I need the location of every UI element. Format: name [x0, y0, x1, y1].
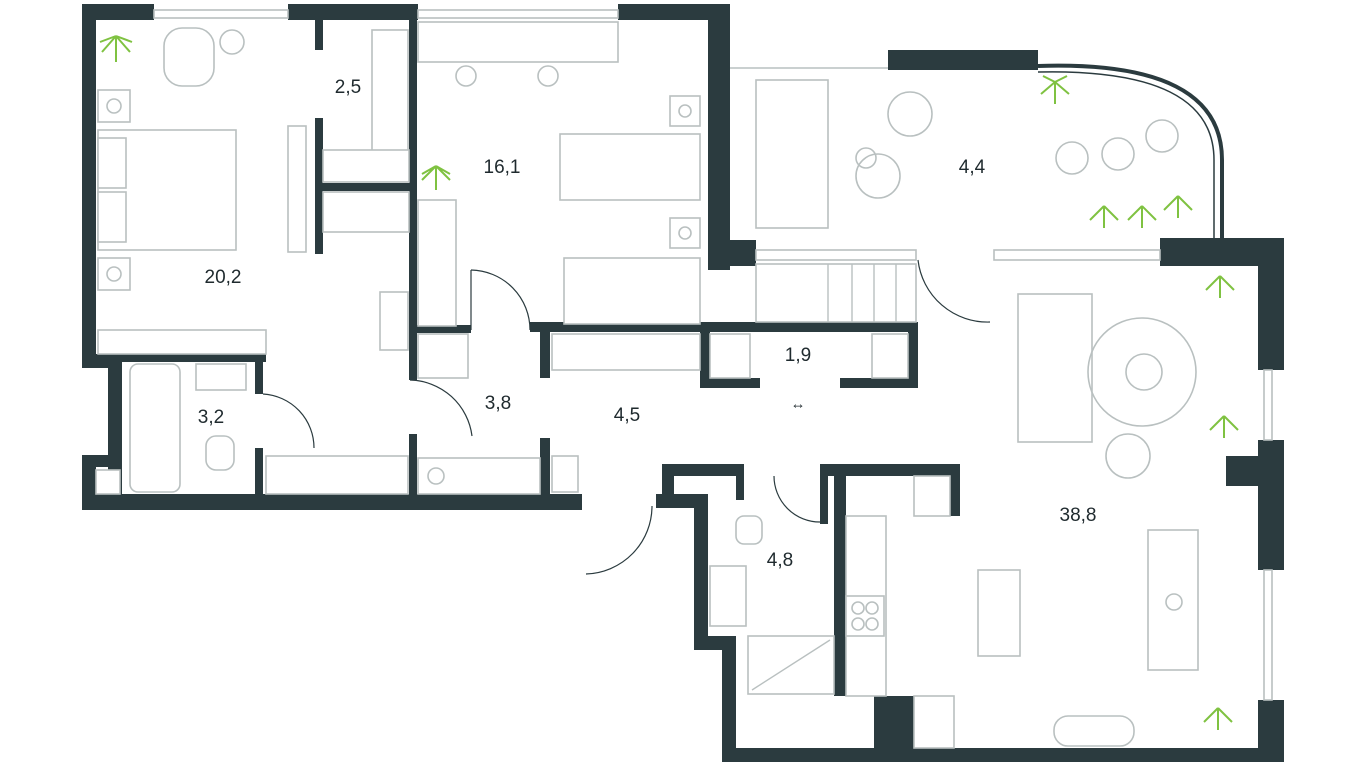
bathroom-2-fixtures	[709, 515, 835, 695]
room-area-corridor: 4,5	[613, 405, 641, 426]
room-area-living-kitchen: 38,8	[1059, 505, 1097, 526]
bathroom-1-fixtures	[95, 363, 247, 495]
walls	[82, 4, 1284, 762]
living-room-furniture	[977, 293, 1199, 747]
sliding-door-icon: ↔	[790, 395, 806, 413]
plant-icon	[1203, 707, 1233, 730]
room-area-bathroom-2: 4,8	[766, 550, 794, 571]
wardrobe-shelves	[265, 29, 909, 495]
stairs	[755, 263, 917, 323]
plant-icon	[1205, 275, 1235, 298]
room-area-hall: 3,8	[484, 393, 512, 414]
plant-icon	[1089, 205, 1119, 228]
bedroom-master-furniture	[97, 27, 409, 355]
room-area-terrace: 4,4	[958, 157, 986, 178]
room-area-bedroom-master: 20,2	[204, 267, 242, 288]
plants	[99, 35, 1239, 730]
plant-icon	[1127, 205, 1157, 228]
room-area-storage: 1,9	[784, 345, 812, 366]
hall-fixtures	[417, 455, 579, 495]
room-area-wardrobe: 2,5	[334, 77, 362, 98]
plant-icon	[421, 165, 451, 190]
kitchen-fixtures	[845, 475, 955, 749]
windows	[153, 9, 1273, 701]
plant-icon	[1209, 415, 1239, 438]
kids-bedroom-furniture	[417, 21, 701, 325]
doors	[262, 259, 991, 575]
terrace-furniture	[755, 79, 1179, 229]
room-area-bathroom-1: 3,2	[197, 407, 225, 428]
plant-icon	[1040, 75, 1070, 104]
plant-icon	[99, 35, 133, 62]
room-area-bedroom-kids: 16,1	[483, 157, 521, 178]
plant-icon	[1163, 195, 1193, 218]
